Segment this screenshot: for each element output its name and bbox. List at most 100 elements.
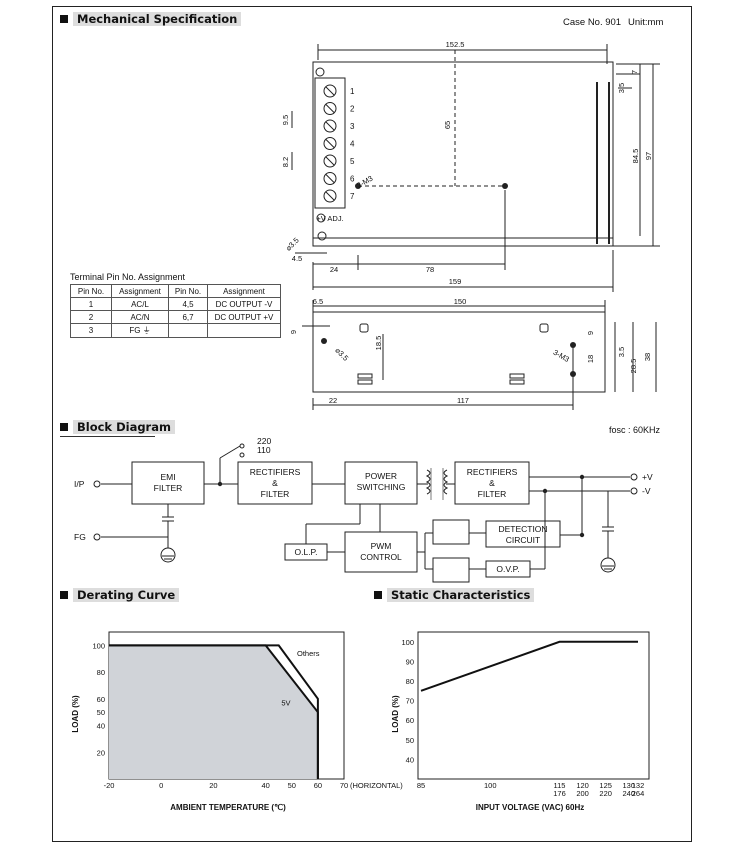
pin-table-caption: Terminal Pin No. Assignment (70, 272, 186, 282)
detection-label: CIRCUIT (506, 535, 540, 545)
terminal-pin-number: 2 (350, 105, 355, 114)
dimension-label: 18 (586, 355, 595, 363)
dimension-label: 18.5 (374, 336, 383, 351)
dimension-label: 9 (586, 331, 595, 335)
static-y-tick: 80 (406, 677, 414, 686)
static-x-tick: 100 (484, 781, 497, 790)
static-x-tick: 85 (417, 781, 425, 790)
switch-220-label: 220 (257, 436, 271, 446)
dimension-label: 84.5 (631, 149, 640, 164)
dimension-label: 3.5 (617, 83, 626, 93)
terminal-pin-number: 7 (350, 192, 355, 201)
unit-label: Unit:mm (628, 17, 664, 28)
derating-line-5v (109, 644, 319, 779)
dimension-label: 117 (457, 396, 469, 405)
derating-series-label-others: Others (297, 649, 320, 658)
terminal-block (314, 77, 346, 209)
static-x-tick-secondary: 220 (599, 789, 612, 798)
pin-table-row: 1 AC/L 4,5 DC OUTPUT -V (70, 297, 281, 311)
switch-110-label: 110 (257, 445, 271, 455)
rectifier2-label: RECTIFIERS (467, 467, 518, 477)
pin-cell (207, 323, 281, 338)
derating-x-tick: 40 (261, 781, 269, 790)
dimension-label: 65 (443, 121, 452, 129)
derating-x-tick: 50 (288, 781, 296, 790)
derating-y-tick: 100 (92, 641, 105, 650)
derating-x-tick: 20 (209, 781, 217, 790)
emi-filter-label: EMI (160, 472, 175, 482)
dimension-label: 150 (454, 297, 467, 306)
dimension-label: 22 (329, 396, 337, 405)
terminal-pin-number: 3 (350, 122, 355, 131)
terminal-screw (323, 119, 337, 133)
static-y-axis-label: LOAD (%) (391, 695, 400, 733)
derating-x-tick: 60 (314, 781, 322, 790)
derating-y-tick: 20 (97, 748, 105, 757)
section-bullet (60, 423, 68, 431)
dimension-label: +V ADJ. (316, 214, 343, 223)
derating-series-label-5v: 5V (281, 699, 290, 708)
pin-table: Pin No. Assignment Pin No. Assignment 1 … (70, 284, 281, 338)
derating-x-note: (HORIZONTAL) (350, 781, 403, 790)
power-switching-label: POWER (365, 471, 397, 481)
input-label: I/P (74, 479, 85, 489)
section-static: Static Characteristics (374, 587, 535, 603)
pwm-label: CONTROL (360, 552, 402, 562)
side-view-outline (312, 311, 606, 393)
fg-label: FG (74, 532, 86, 542)
dimension-label: 97 (644, 152, 653, 160)
section-derating: Derating Curve (60, 587, 180, 603)
fosc-label: fosc : 60KHz (609, 425, 661, 435)
section-mechanical: Mechanical Specification (60, 11, 242, 27)
section-block: Block Diagram (60, 419, 175, 435)
terminal-pin-number: 5 (350, 157, 355, 166)
rectifier2-box (454, 461, 530, 505)
static-x-tick: 132 (632, 781, 645, 790)
emi-filter-label: FILTER (154, 483, 183, 493)
section-title: Derating Curve (73, 588, 180, 602)
case-number: Case No. 901 (563, 17, 622, 28)
derating-area (109, 645, 318, 779)
section-bullet (374, 591, 382, 599)
detection-box (485, 520, 561, 548)
derating-y-tick: 60 (97, 695, 105, 704)
terminal-pin-number: 1 (350, 87, 355, 96)
page-frame (52, 6, 692, 842)
terminal-pin-number: 6 (350, 175, 355, 184)
static-x-tick: 115 (554, 781, 566, 790)
dimension-label: 152.5 (446, 40, 465, 49)
top-view-outline (312, 61, 614, 247)
dimension-label: 6.5 (313, 297, 323, 306)
rectifier1-label: & (272, 478, 278, 488)
static-x-axis-label: INPUT VOLTAGE (VAC) 60Hz (476, 803, 584, 812)
static-y-tick: 60 (406, 716, 414, 725)
static-x-tick-secondary: 176 (553, 789, 566, 798)
terminal-screws: 1 2 3 4 5 6 7 (323, 84, 355, 203)
static-x-tick: 120 (576, 781, 589, 790)
terminal-screw (323, 172, 337, 185)
dimension-label: 7 (630, 70, 639, 74)
terminal-screw (323, 154, 337, 168)
rectifier1-label: FILTER (261, 489, 290, 499)
section-bullet (60, 591, 68, 599)
minus-v-label: -V (642, 486, 651, 496)
terminal-pin-number: 4 (350, 140, 355, 149)
rectifier2-label: FILTER (478, 489, 507, 499)
terminal-screw (323, 137, 337, 150)
terminal-screw (323, 102, 337, 115)
dimension-label: 78 (426, 265, 434, 274)
static-plot-frame (417, 631, 650, 780)
static-line (420, 640, 638, 692)
static-y-tick: 70 (406, 697, 414, 706)
static-y-tick: 40 (406, 755, 414, 764)
rectifier1-box (237, 461, 313, 505)
rectifier2-label: & (489, 478, 495, 488)
section-title: Block Diagram (73, 420, 175, 434)
static-x-tick: 125 (599, 781, 612, 790)
terminal-screw (323, 189, 337, 203)
pin-table-row: 2 AC/N 6,7 DC OUTPUT +V (70, 310, 281, 324)
